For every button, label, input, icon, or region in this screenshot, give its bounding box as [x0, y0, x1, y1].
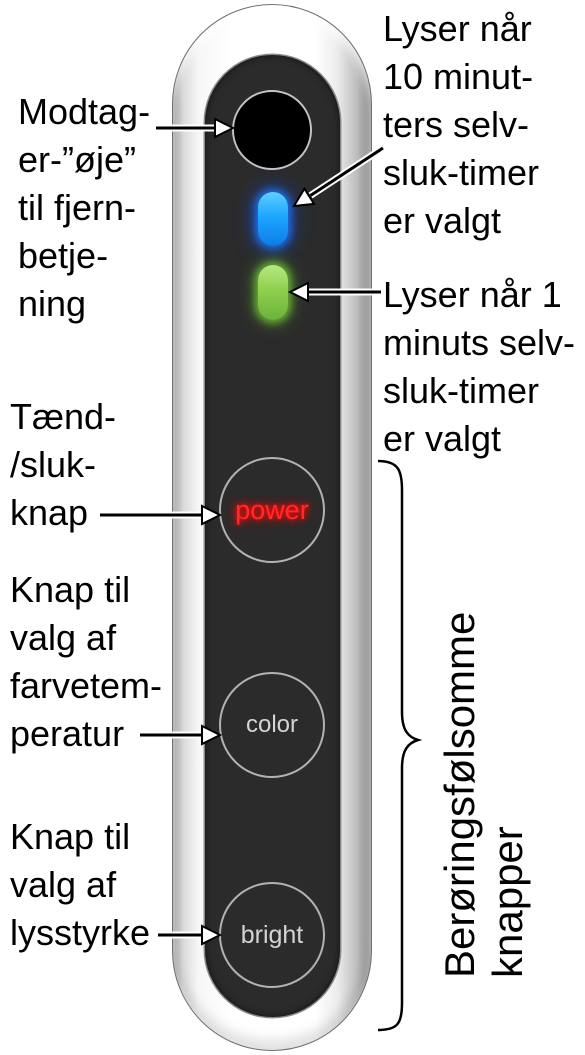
label-10-min-timer: Lyser når 10 minut- ters selv- sluk-time…	[383, 8, 540, 241]
color-button-label: color	[245, 711, 299, 738]
bright-button-label: bright	[240, 920, 304, 949]
label-1-min-timer: Lyser når 1 minuts selv- sluk-timer er v…	[383, 274, 576, 459]
timer-10-min-led	[258, 192, 288, 246]
power-button: power	[219, 457, 325, 563]
label-touch-buttons: Berøringsfølsomme knapper	[436, 611, 531, 978]
timer-1-min-led	[258, 265, 288, 320]
bright-button: bright	[219, 882, 325, 988]
ir-receiver-eye	[232, 90, 312, 170]
touch-buttons-brace	[377, 459, 423, 1032]
label-power-button: Tænd- /sluk- knap	[10, 396, 117, 533]
label-receiver-eye: Modtag- er-”øje” til fjern- betje- ning	[18, 91, 151, 324]
lamp-control-panel: power color bright	[172, 4, 372, 1051]
label-color-button: Knap til valg af farvetem- peratur	[10, 569, 163, 754]
color-button: color	[219, 672, 325, 778]
label-bright-button: Knap til valg af lysstyrke	[10, 816, 151, 953]
power-button-label: power	[235, 494, 309, 525]
